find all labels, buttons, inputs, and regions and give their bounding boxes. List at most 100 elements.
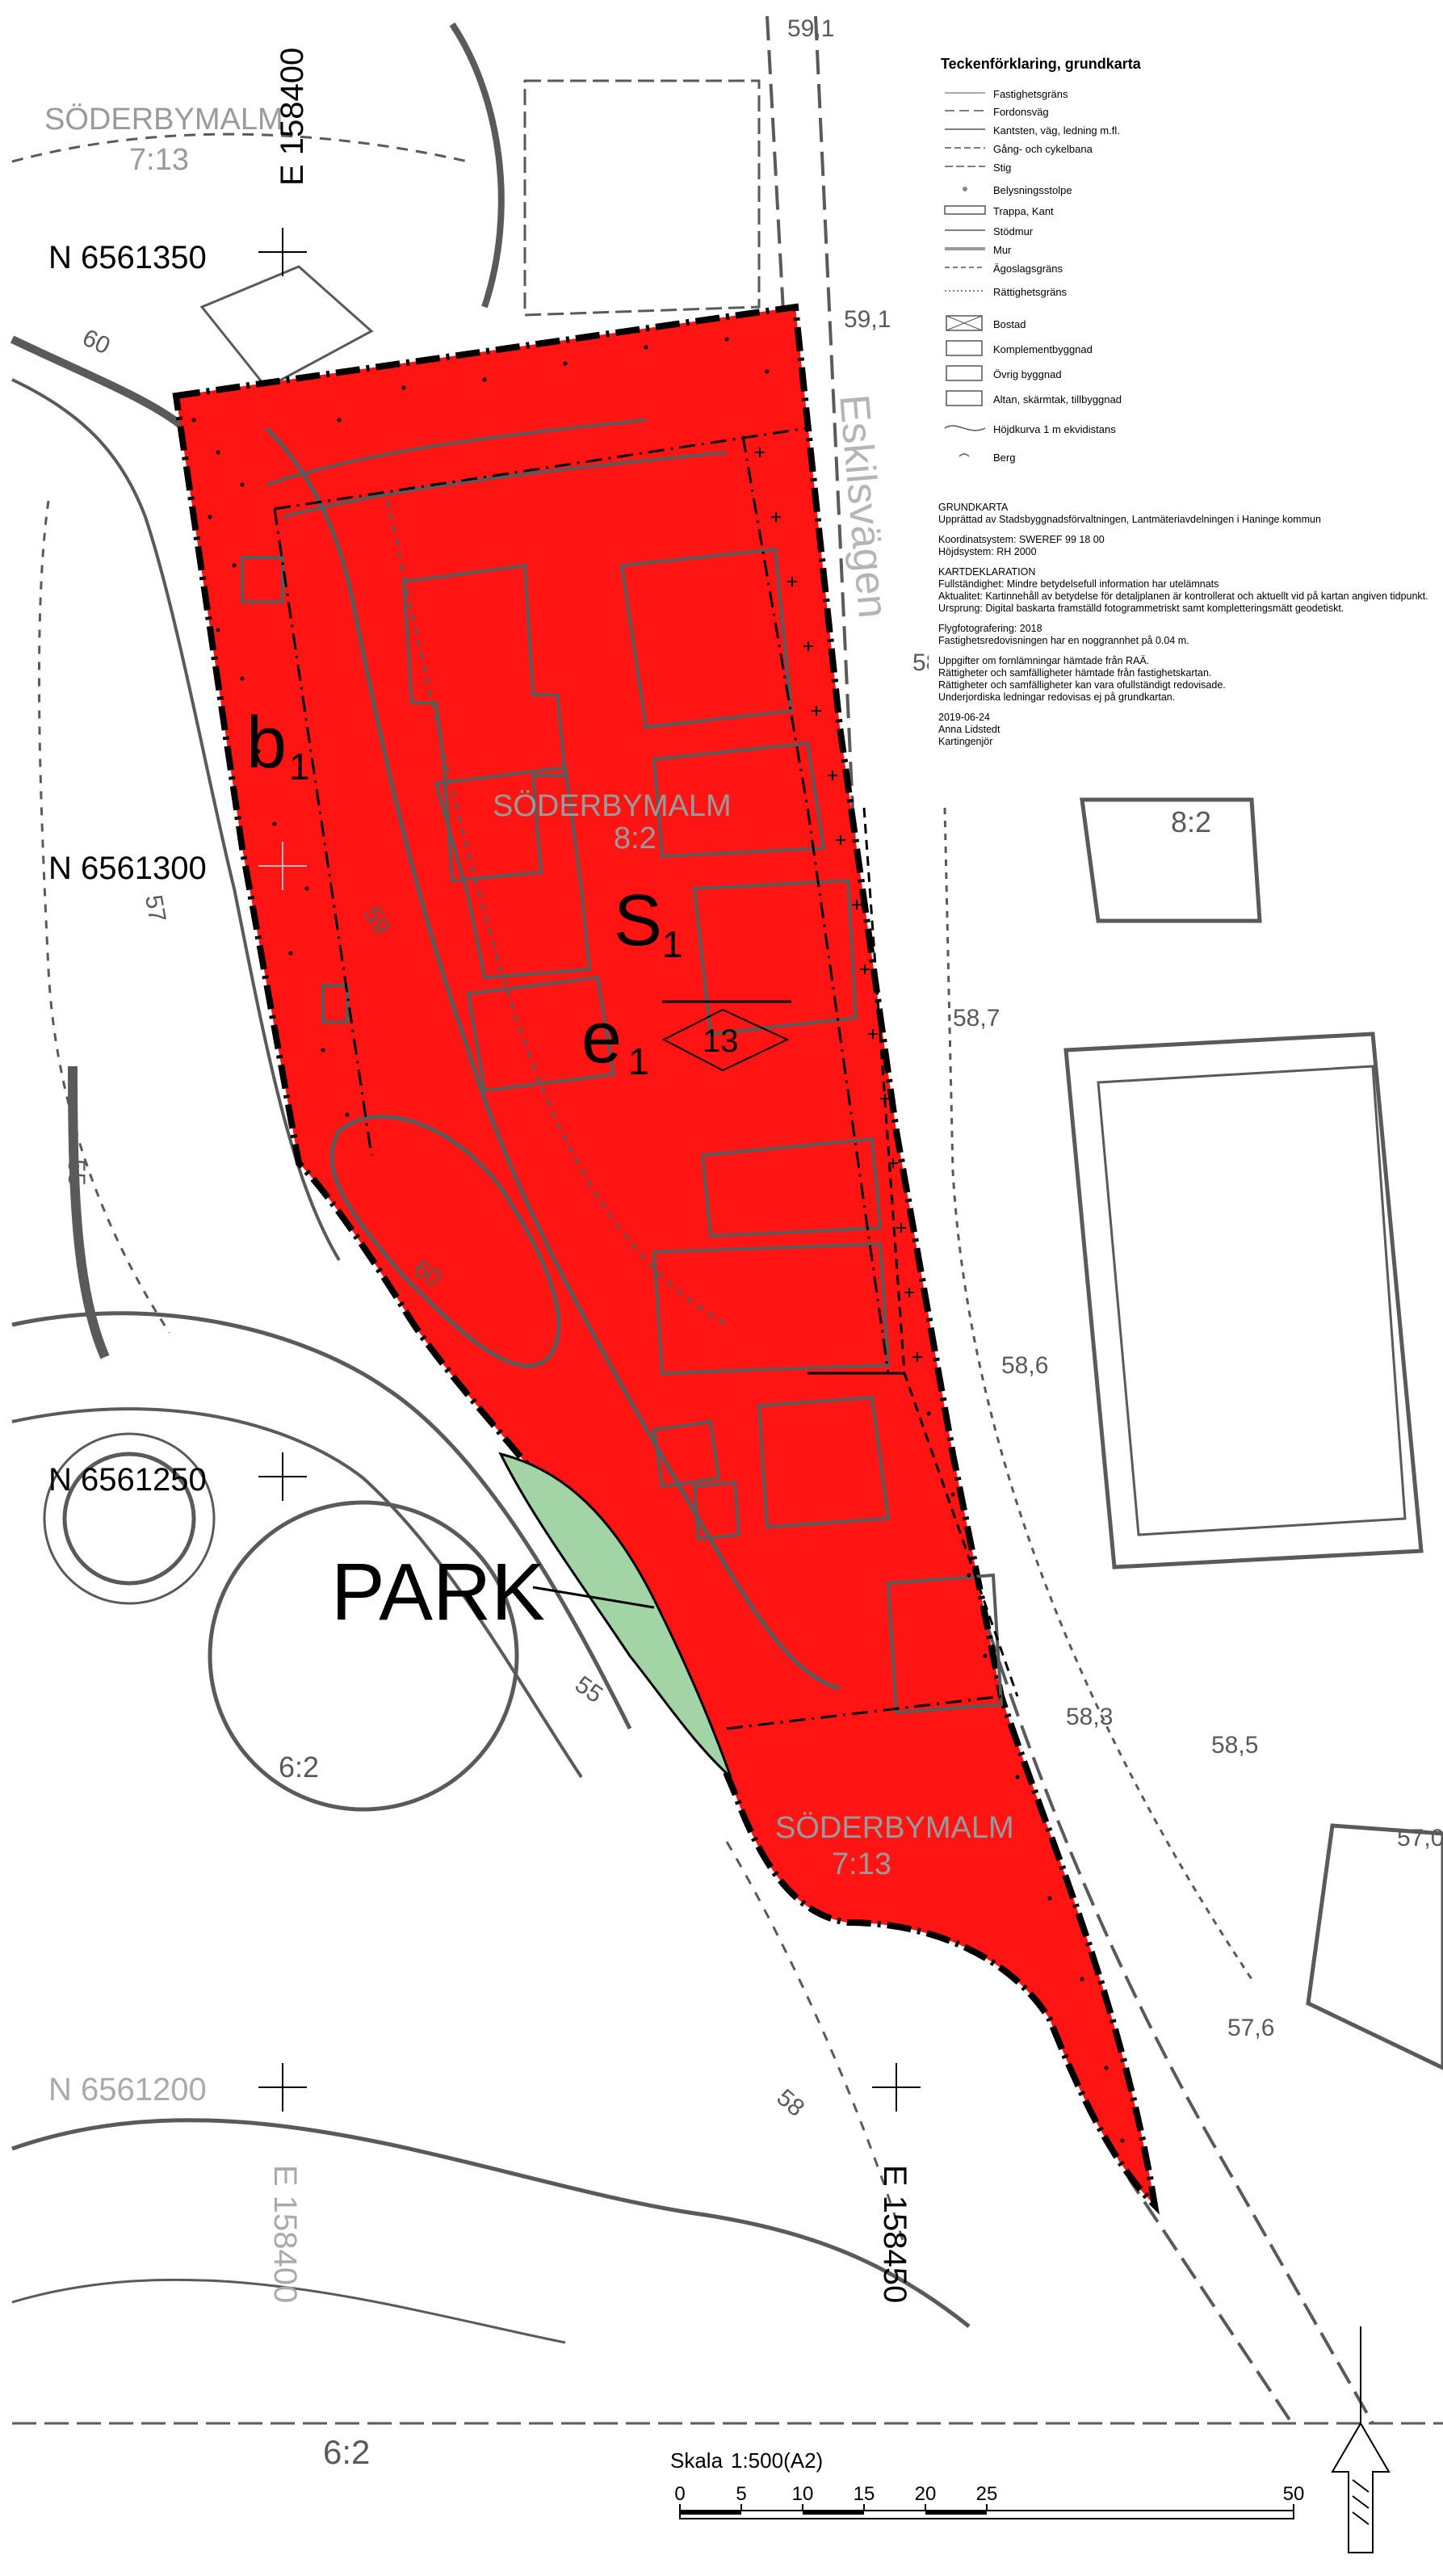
legend-symbols: [944, 92, 986, 457]
block-label-6-2-b: 6:2: [323, 2433, 370, 2471]
legend-info-line: Anna Lidstedt: [938, 724, 1000, 735]
legend-info-line: GRUNDKARTA: [938, 502, 1009, 513]
legend-item-label: Gång- och cykelbana: [993, 143, 1093, 155]
legend-item-label: Stig: [993, 162, 1011, 174]
legend-item-label: Ägoslagsgräns: [993, 263, 1063, 275]
elevation-7: 58,5: [1211, 1732, 1258, 1759]
legend-item-label: Höjdkurva 1 m ekvidistans: [993, 423, 1116, 435]
grid-n-2: N 6561300: [48, 851, 207, 886]
elevation-9: 57,0: [1397, 1825, 1443, 1851]
legend-symbol-building: [946, 340, 983, 356]
contour-label-1: 60: [78, 324, 114, 359]
zone-code-e-sub: 1: [628, 1040, 649, 1082]
legend-item-label: Mur: [993, 244, 1012, 256]
legend-info-line: Ursprung: Digital baskarta framställd fo…: [938, 603, 1344, 614]
legend-item-label: Komplementbyggnad: [993, 343, 1093, 355]
legend-info-line: Koordinatsystem: SWEREF 99 18 00: [938, 534, 1105, 545]
contour-label-5: 55: [63, 1159, 90, 1186]
zone-boundaries: [273, 427, 1019, 1730]
grid-e-1: E 158400: [275, 48, 310, 186]
legend-info-line: Underjordiska ledningar redovisas ej på …: [938, 691, 1175, 703]
legend-symbol-rock-icon: [959, 453, 970, 457]
grid-n-3: N 6561250: [48, 1462, 207, 1498]
legend-item-label: Kantsten, väg, ledning m.fl.: [993, 124, 1120, 137]
legend-info-line: Rättigheter och samfälligheter kan vara …: [938, 679, 1226, 691]
grid-n-1: N 6561350: [48, 240, 207, 275]
zone-code-e: e: [581, 998, 622, 1078]
grid-n-4: N 6561200: [48, 2072, 207, 2107]
legend-info-line: Flygfotografering: 2018: [938, 623, 1042, 634]
legend-info-line: Höjdsystem: RH 2000: [938, 546, 1037, 557]
legend-info-line: Fullständighet: Mindre betydelsefull inf…: [938, 578, 1219, 590]
legend-symbol-stair-icon: [944, 205, 986, 215]
legend-info-line: Rättigheter och samfälligheter hämtade f…: [938, 667, 1211, 679]
property-label-1-num: 7:13: [129, 143, 189, 177]
elevation-1: 59,1: [787, 15, 834, 42]
elevation-2: 59,1: [844, 306, 891, 333]
plan-zone-area: [172, 303, 1160, 2215]
legend-item-label: Belysningsstolpe: [993, 184, 1072, 196]
scale-tick-label: 50: [1283, 2483, 1305, 2505]
legend-item-label: Trappa, Kant: [993, 205, 1054, 217]
legend-item-label: Fastighetsgräns: [993, 88, 1068, 100]
zone-code-s-sub: 1: [662, 923, 683, 965]
elevation-6: 58,3: [1066, 1704, 1113, 1730]
scale-tick-label: 25: [976, 2483, 998, 2505]
legend-title: Teckenförklaring, grundkarta: [941, 56, 1142, 72]
scale-ratio: 1:500(A2): [731, 2448, 823, 2473]
legend-item-label: Bostad: [993, 318, 1026, 330]
scale-tick-label: 5: [736, 2483, 746, 2505]
legend-item-label: Övrig byggnad: [993, 368, 1062, 380]
zone-code-b-sub: 1: [289, 746, 310, 788]
legend-symbol-building: [946, 390, 983, 406]
scale-tick-label: 0: [674, 2483, 685, 2505]
legend-item-label: Rättighetsgräns: [993, 286, 1068, 298]
elevation-4: 58,7: [953, 1005, 1000, 1032]
dot-pattern: [191, 337, 1125, 2143]
grid-e-2: E 158400: [267, 2165, 303, 2303]
road-name: Eskilsvägen: [830, 393, 896, 620]
scale-tick-label: 10: [792, 2483, 814, 2505]
legend-symbol-contour: [944, 425, 986, 431]
grid-crosses: [258, 228, 921, 2112]
zone-code-b: b: [246, 703, 287, 784]
property-label-3-num: 7:13: [832, 1847, 891, 1881]
legend-info-line: Kartingenjör: [938, 736, 992, 747]
property-label-1-name: SÖDERBYMALM: [44, 103, 283, 137]
legend-info-line: Fastighetsredovisningen har en noggrannh…: [938, 635, 1189, 646]
property-label-2-num: 8:2: [614, 822, 656, 855]
elevation-5: 58,6: [1001, 1352, 1048, 1379]
legend-item-label: Altan, skärmtak, tillbyggnad: [993, 393, 1122, 406]
legend-symbol-building: [946, 315, 983, 331]
legend-info-line: Uppgifter om fornlämningar hämtade från …: [938, 655, 1149, 666]
zone-code-s: S: [614, 880, 662, 961]
elevation-8: 57,6: [1227, 2015, 1274, 2041]
scale-tick-label: 15: [854, 2483, 875, 2505]
legend-item-label: Stödmur: [993, 225, 1034, 237]
contour-label-7: 58: [772, 2084, 810, 2122]
legend-info-line: KARTDEKLARATION: [938, 566, 1035, 578]
height-value: 13: [703, 1023, 739, 1059]
scale-tick-label: 20: [915, 2483, 937, 2505]
legend: Teckenförklaring, grundkarta Fastighetsg…: [929, 44, 1441, 792]
north-arrow-icon: [1331, 2326, 1391, 2553]
legend-symbol-lamp-icon: [963, 187, 967, 191]
property-label-2-name: SÖDERBYMALM: [493, 789, 732, 823]
contour-label-4: 57: [140, 893, 170, 924]
legend-item-label: Berg: [993, 452, 1015, 464]
legend-symbol-building: [946, 365, 983, 381]
park-zone-area: [498, 1452, 732, 1779]
scale-ticks: 0 5 10 15 20 25 50: [674, 2483, 1304, 2511]
block-label-8-2: 8:2: [1171, 805, 1211, 838]
grid-e-3: E 158450: [877, 2165, 912, 2303]
legend-item-label: Fordonsväg: [993, 106, 1049, 118]
plus-pattern: [755, 448, 922, 1362]
legend-symbol-cross: [946, 315, 983, 331]
legend-info-line: Upprättad av Stadsbyggnadsförvaltningen,…: [938, 514, 1321, 525]
buildings: [241, 418, 1004, 1715]
block-label-6-2-a: 6:2: [279, 1750, 319, 1784]
